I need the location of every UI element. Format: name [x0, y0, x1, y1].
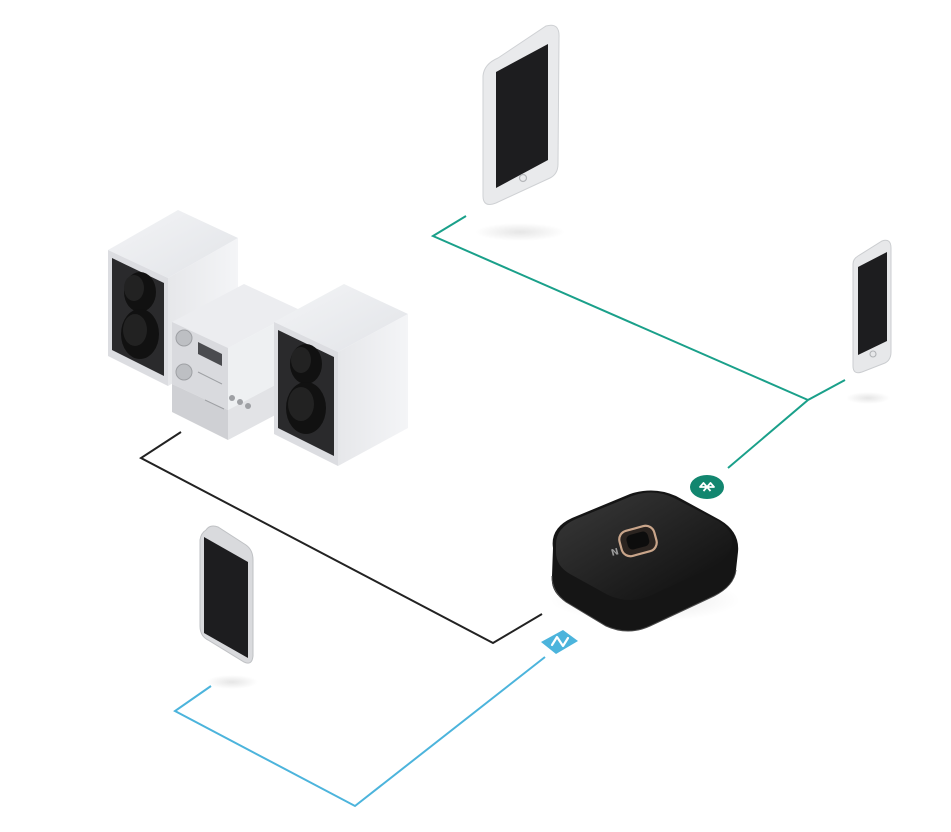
nfc-line — [173, 656, 546, 808]
audio-cable-line — [139, 431, 543, 645]
bluetooth-receiver-hub: N — [550, 490, 740, 632]
stereo-system — [108, 210, 408, 466]
bluetooth-badge — [690, 475, 724, 499]
nfc-icon — [550, 635, 570, 648]
nfc-badge — [541, 630, 578, 654]
tablet-device — [475, 24, 565, 241]
bluetooth-line-phone-right — [727, 379, 846, 469]
right-speaker — [274, 284, 408, 466]
bluetooth-icon — [699, 482, 715, 492]
phone-left-device — [199, 525, 258, 689]
connection-lines — [139, 215, 846, 808]
phone-right-device — [846, 239, 892, 404]
hub-nfc-mark: N — [610, 547, 620, 559]
left-speaker — [108, 210, 238, 386]
bluetooth-line-tablet — [430, 215, 809, 401]
